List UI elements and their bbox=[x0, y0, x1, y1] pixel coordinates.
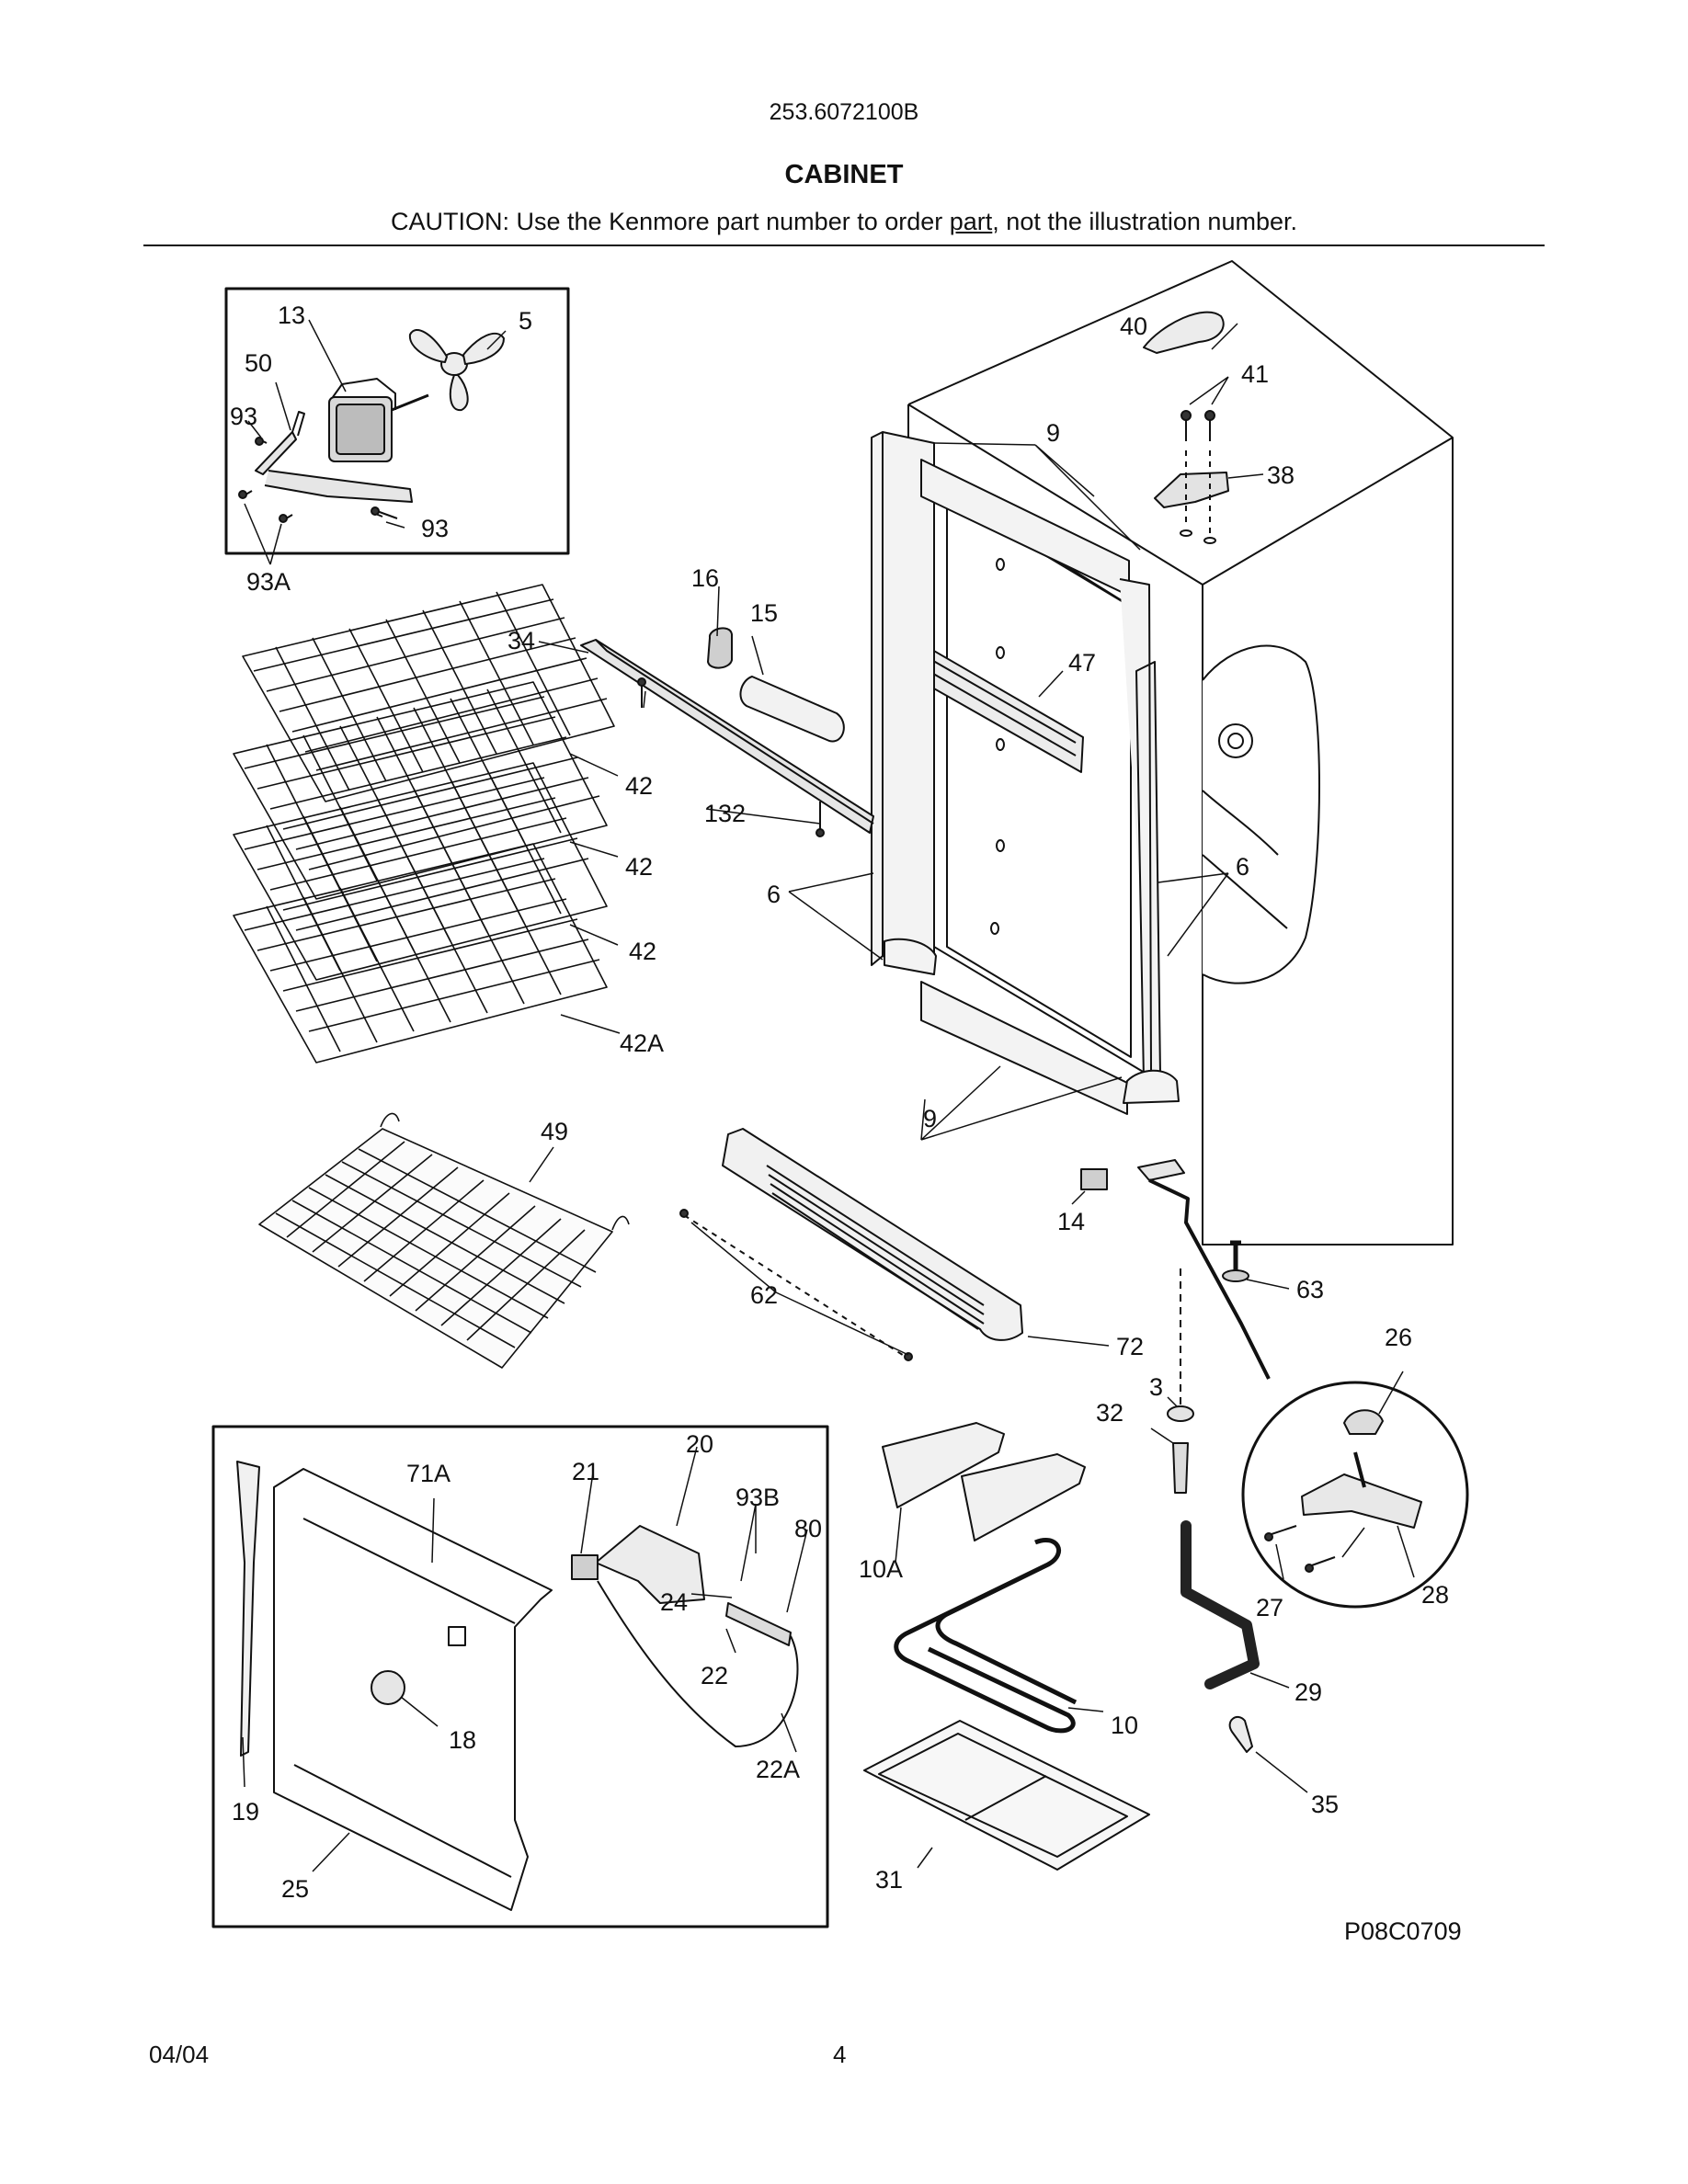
callout-40: 40 bbox=[1120, 313, 1147, 340]
callout-16: 16 bbox=[691, 564, 719, 592]
back-panel-inset bbox=[211, 1425, 829, 1928]
callout-6-right: 6 bbox=[1236, 853, 1249, 881]
top-hinge-icon bbox=[1154, 472, 1229, 508]
callout-13: 13 bbox=[278, 301, 305, 329]
light-bulb-icon bbox=[739, 676, 845, 743]
callout-28: 28 bbox=[1421, 1581, 1449, 1609]
callout-3: 3 bbox=[1149, 1373, 1163, 1401]
callout-71a: 71A bbox=[406, 1460, 451, 1487]
callout-19: 19 bbox=[232, 1798, 259, 1826]
callout-132: 132 bbox=[704, 800, 746, 827]
fan-blade-icon bbox=[408, 329, 505, 412]
callout-26: 26 bbox=[1385, 1324, 1412, 1351]
callout-93-lower: 93 bbox=[421, 515, 449, 542]
timer-icon bbox=[571, 1554, 599, 1580]
callout-29: 29 bbox=[1295, 1678, 1322, 1706]
model-number: 253.6072100B bbox=[769, 99, 919, 125]
callout-38: 38 bbox=[1267, 461, 1295, 489]
back-panel-icon bbox=[273, 1468, 553, 1911]
door-gaskets bbox=[871, 431, 1180, 1115]
header-rule bbox=[143, 245, 1545, 246]
callout-labels: 13 5 50 93 93 93A 40 41 38 9 16 15 34 47… bbox=[230, 301, 1449, 1903]
drain-pan-icon bbox=[863, 1720, 1150, 1871]
callout-9-top: 9 bbox=[1046, 419, 1060, 447]
section-title: CABINET bbox=[784, 160, 904, 189]
callout-49: 49 bbox=[541, 1118, 568, 1145]
light-assembly bbox=[580, 627, 874, 837]
hinge-pin-icon bbox=[1172, 1442, 1189, 1494]
top-hinge-parts bbox=[1143, 311, 1229, 544]
callout-9-bottom: 9 bbox=[923, 1105, 937, 1132]
hinge-cap-icon bbox=[1343, 1409, 1384, 1435]
light-socket-icon bbox=[707, 627, 733, 669]
page-number: 4 bbox=[833, 2041, 847, 2068]
callout-18: 18 bbox=[449, 1726, 476, 1754]
callout-22: 22 bbox=[701, 1662, 728, 1689]
heater-icon bbox=[894, 1538, 1078, 1734]
callout-leaders bbox=[242, 323, 1415, 1872]
cabinet-shell bbox=[907, 260, 1454, 1246]
bottom-hinge-detail bbox=[1241, 1381, 1469, 1609]
callout-41: 41 bbox=[1241, 360, 1269, 388]
callout-15: 15 bbox=[750, 599, 778, 627]
callout-72: 72 bbox=[1116, 1333, 1144, 1360]
wire-shelves bbox=[233, 584, 615, 1064]
callout-93-upper: 93 bbox=[230, 403, 257, 430]
switch-icon bbox=[1080, 1168, 1108, 1190]
callout-20: 20 bbox=[686, 1430, 713, 1458]
hinge-cover-icon bbox=[1143, 311, 1225, 354]
callout-63: 63 bbox=[1296, 1276, 1324, 1303]
callout-5: 5 bbox=[519, 307, 532, 335]
caution-suffix: , not the illustration number. bbox=[992, 208, 1297, 235]
callout-10: 10 bbox=[1111, 1712, 1138, 1739]
callout-80: 80 bbox=[794, 1515, 822, 1542]
wire-basket bbox=[258, 1112, 630, 1369]
callout-21: 21 bbox=[572, 1458, 599, 1485]
caution-underlined-word: part bbox=[949, 208, 993, 235]
callout-42-3: 42 bbox=[629, 938, 656, 965]
caution-note: CAUTION: Use the Kenmore part number to … bbox=[0, 208, 1688, 236]
light-shield-icon bbox=[580, 639, 874, 834]
heater-bracket-icon bbox=[882, 1422, 1005, 1508]
callout-93a: 93A bbox=[246, 568, 291, 596]
grommet-icon bbox=[371, 1670, 405, 1705]
callout-14: 14 bbox=[1057, 1208, 1085, 1235]
callout-10a: 10A bbox=[859, 1555, 903, 1583]
callout-34: 34 bbox=[508, 627, 535, 654]
callout-6-left: 6 bbox=[767, 881, 781, 908]
drain-tube-icon bbox=[1180, 1520, 1260, 1689]
callout-25: 25 bbox=[281, 1875, 309, 1903]
callout-93b: 93B bbox=[736, 1484, 780, 1511]
callout-32: 32 bbox=[1096, 1399, 1123, 1427]
figure-code: P08C0709 bbox=[1344, 1917, 1462, 1945]
timer-cover-icon bbox=[595, 1525, 705, 1604]
callout-42-1: 42 bbox=[625, 772, 653, 800]
footer-date: 04/04 bbox=[149, 2041, 210, 2068]
caution-prefix: CAUTION: Use the Kenmore part number to … bbox=[391, 208, 950, 235]
callout-22a: 22A bbox=[756, 1756, 800, 1783]
callout-31: 31 bbox=[875, 1866, 903, 1894]
callout-47: 47 bbox=[1068, 649, 1096, 677]
toe-grille bbox=[679, 1128, 1023, 1361]
fan-motor-inset bbox=[224, 287, 570, 565]
callout-27: 27 bbox=[1256, 1594, 1283, 1621]
callout-62: 62 bbox=[750, 1281, 778, 1309]
switch-and-hinge-bracket bbox=[1080, 1159, 1271, 1380]
callout-42a: 42A bbox=[620, 1029, 664, 1057]
lower-right-parts bbox=[1167, 1240, 1260, 1753]
bottom-hinge-icon bbox=[1301, 1473, 1422, 1529]
callout-42-2: 42 bbox=[625, 853, 653, 881]
leveling-leg-icon bbox=[1222, 1269, 1249, 1282]
callout-35: 35 bbox=[1311, 1791, 1339, 1818]
heater-and-drain-pan bbox=[863, 1422, 1150, 1871]
callout-50: 50 bbox=[245, 349, 272, 377]
drain-plug-icon bbox=[1228, 1715, 1253, 1753]
callout-24: 24 bbox=[660, 1588, 688, 1616]
